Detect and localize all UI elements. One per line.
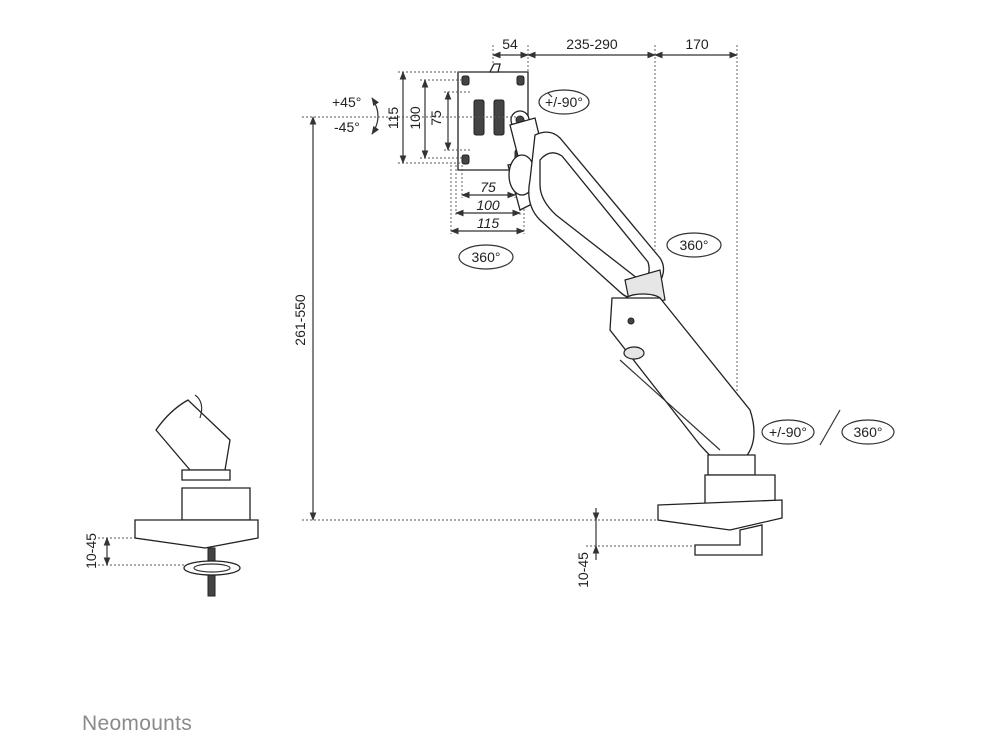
base-rotate-label: +/-90°	[769, 424, 807, 440]
elbow-swivel-label: 360°	[680, 237, 709, 253]
dim-vesa-75-horizontal: 75	[480, 179, 496, 195]
dim-top-offset: 54	[502, 36, 518, 52]
grommet-mount-detail	[134, 394, 259, 597]
vesa-rotate-label: +/-90°	[545, 94, 583, 110]
dim-arm-reach: 235-290	[566, 36, 618, 52]
monitor-arm	[507, 117, 783, 556]
separator-slash	[819, 409, 841, 446]
vesa-vertical-dimensions	[398, 71, 470, 164]
elbow-swivel-badge	[666, 232, 722, 258]
base-rotate-badge	[761, 419, 815, 445]
dim-grommet-thickness: 10-45	[83, 533, 99, 569]
tilt-up-label: +45°	[332, 94, 361, 110]
head-swivel-label: 360°	[472, 249, 501, 265]
dim-vesa-100-horizontal: 100	[476, 197, 500, 213]
brand-logo: Neomounts	[82, 712, 192, 735]
dim-vesa-75-vertical: 75	[428, 110, 444, 126]
vesa-rotate-badge	[538, 89, 590, 115]
dim-height-range: 261-550	[292, 294, 308, 346]
dim-vesa-115-horizontal: 115	[477, 215, 500, 231]
dim-base-offset: 170	[685, 36, 709, 52]
base-swivel-label: 360°	[854, 424, 883, 440]
vesa-horizontal-dimensions	[450, 165, 525, 235]
dim-vesa-115-vertical: 115	[385, 107, 401, 130]
clamp-thickness-dimension	[586, 508, 695, 560]
vesa-plate	[457, 63, 530, 171]
height-dimension-line	[302, 116, 658, 521]
dim-vesa-100-vertical: 100	[407, 106, 423, 130]
grommet-thickness-dimension	[98, 537, 185, 566]
head-swivel-badge	[458, 244, 514, 270]
base-swivel-badge	[841, 419, 895, 445]
dim-clamp-thickness: 10-45	[575, 552, 591, 588]
tilt-arrow-icon	[371, 97, 379, 135]
tilt-down-label: -45°	[334, 119, 360, 135]
